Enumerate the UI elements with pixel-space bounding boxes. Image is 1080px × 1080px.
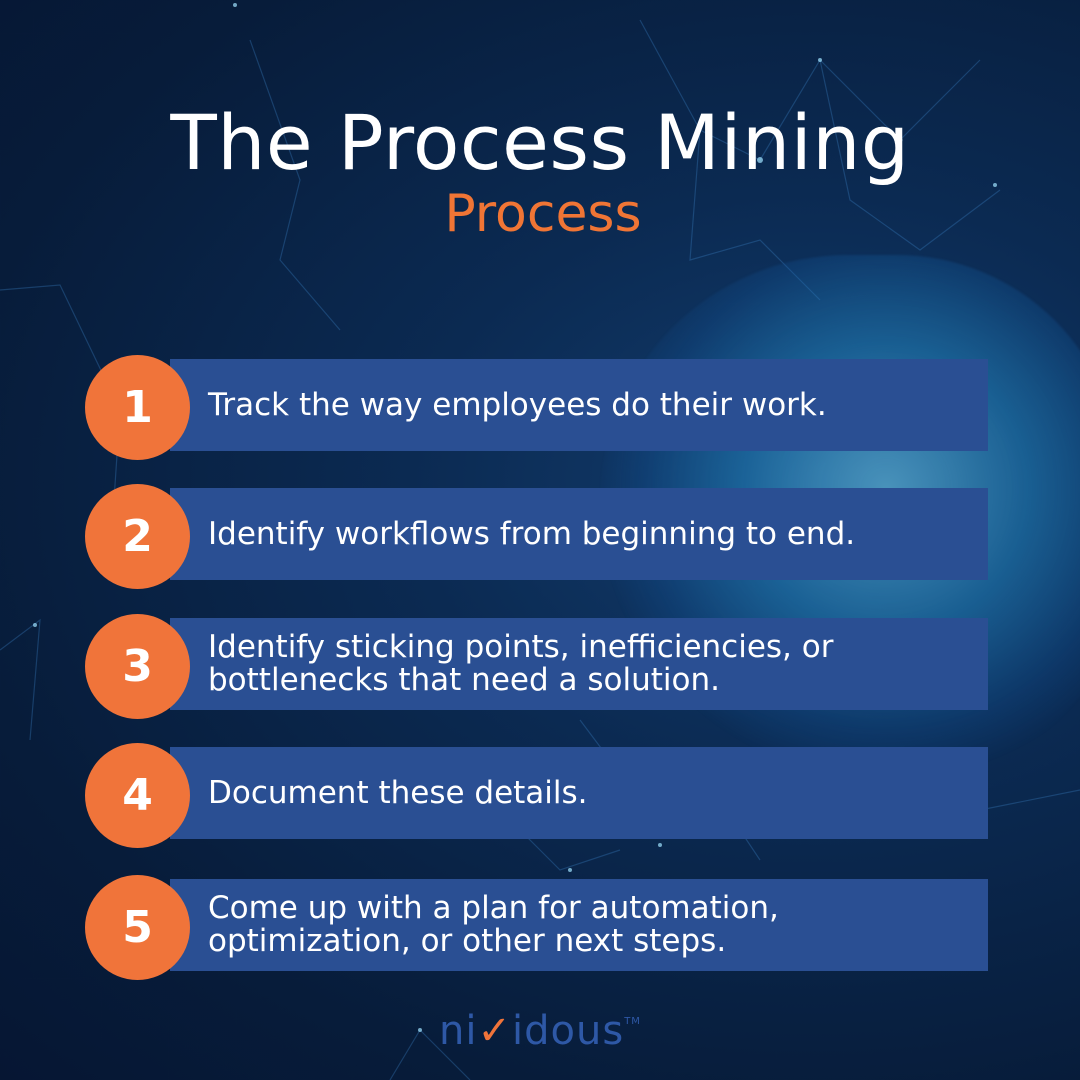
logo-text-prefix: ni	[439, 1008, 478, 1054]
trademark-symbol: TM	[624, 1016, 641, 1027]
step-1: Track the way employees do their work. 1	[0, 355, 1080, 461]
step-bar	[170, 747, 988, 839]
step-bar	[170, 879, 988, 971]
step-number-badge: 3	[85, 614, 190, 719]
step-text: Document these details.	[208, 774, 588, 811]
step-bar	[170, 488, 988, 580]
step-5: Come up with a plan for automation, opti…	[0, 875, 1080, 981]
step-4: Document these details. 4	[0, 743, 1080, 849]
page-subtitle: Process	[444, 184, 642, 244]
step-text: Identify sticking points, inefficiencies…	[208, 629, 834, 698]
step-3: Identify sticking points, inefficiencies…	[0, 614, 1080, 720]
step-2: Identify workflows from beginning to end…	[0, 484, 1080, 590]
step-text: Identify workflows from beginning to end…	[208, 515, 856, 552]
page-title: The Process Mining	[170, 98, 910, 187]
step-number-badge: 4	[85, 743, 190, 848]
checkmark-icon: ✓	[477, 1008, 513, 1054]
step-number-badge: 2	[85, 484, 190, 589]
step-bar	[170, 359, 988, 451]
step-text: Come up with a plan for automation, opti…	[208, 890, 779, 959]
step-bar	[170, 618, 988, 710]
step-number-badge: 1	[85, 355, 190, 460]
step-text: Track the way employees do their work.	[208, 386, 827, 423]
logo-text-suffix: idous	[512, 1008, 625, 1054]
brand-logo: ni✓idousTM	[0, 1008, 1080, 1054]
step-number-badge: 5	[85, 875, 190, 980]
